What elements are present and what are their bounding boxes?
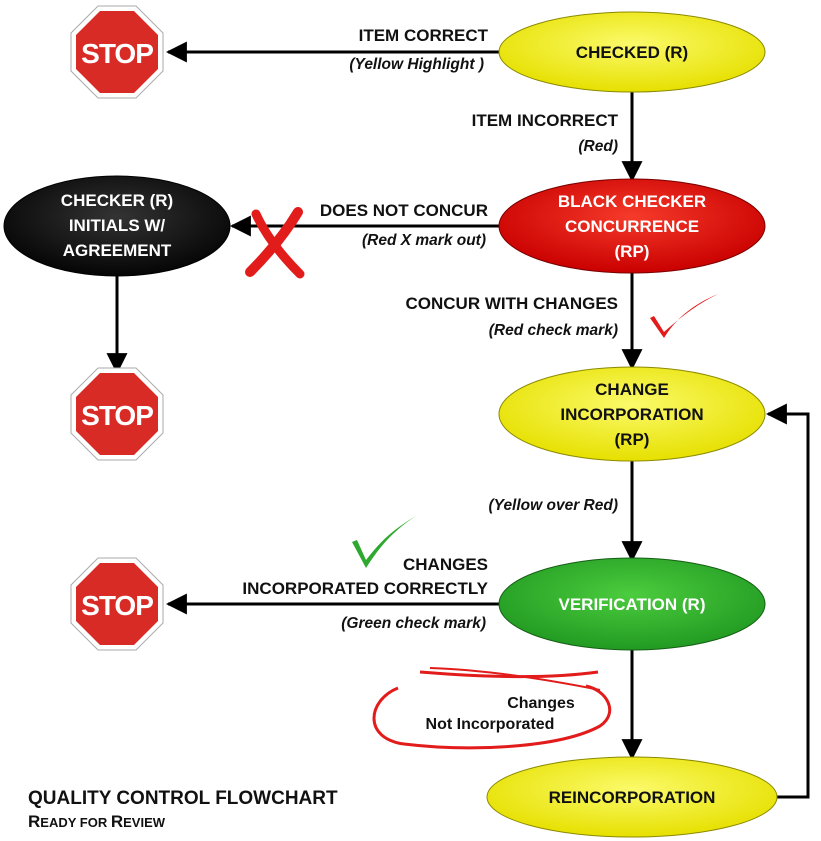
edge-label-item-correct: ITEM CORRECT — [359, 26, 489, 45]
stop-sign-icon: STOP — [70, 557, 164, 651]
annotation-line2: Not Incorporated — [426, 716, 555, 733]
node-checked-label: CHECKED (R) — [576, 43, 688, 62]
node-concurrence-line1: BLACK CHECKER — [558, 192, 706, 211]
node-verification: VERIFICATION (R) — [498, 557, 766, 651]
node-concurrence-line2: CONCURRENCE — [565, 217, 699, 236]
node-verification-label: VERIFICATION (R) — [558, 595, 705, 614]
node-concurrence: BLACK CHECKER CONCURRENCE (RP) — [498, 178, 766, 274]
node-initials-line2: INITIALS W/ — [69, 216, 166, 235]
edge-label-changes: CHANGES — [403, 555, 488, 574]
connectors — [106, 41, 810, 799]
stop-sign-icon: STOP — [70, 5, 164, 99]
arrow-reincorporation-loop — [765, 403, 810, 799]
edge-label-does-not-concur: DOES NOT CONCUR — [320, 201, 488, 220]
red-x-mark-icon — [245, 207, 305, 279]
node-initials-line1: CHECKER (R) — [61, 191, 173, 210]
red-circle-outline — [372, 684, 612, 750]
node-checked: CHECKED (R) — [498, 11, 766, 93]
node-initials-line3: AGREEMENT — [63, 241, 172, 260]
edge-note-green-check-mark: (Green check mark) — [341, 615, 486, 632]
stop-label: STOP — [81, 38, 153, 69]
node-change-line2: INCORPORATION — [560, 405, 703, 424]
node-concurrence-line3: (RP) — [615, 242, 650, 261]
green-check-mark-icon — [352, 516, 416, 568]
annotation-line1: Changes — [507, 695, 575, 712]
node-change-incorporation: CHANGE INCORPORATION (RP) — [498, 366, 766, 462]
changes-not-incorporated-annotation: Changes Not Incorporated — [372, 667, 612, 750]
edge-note-item-correct: (Yellow Highlight ) — [349, 56, 484, 73]
flowchart-subtitle: READY FOR REVIEW — [28, 812, 166, 831]
stop-label: STOP — [81, 400, 153, 431]
edge-note-concur-with-changes: (Red check mark) — [489, 322, 618, 339]
edge-note-does-not-concur: (Red X mark out) — [362, 232, 486, 249]
edge-label-concur-with-changes: CONCUR WITH CHANGES — [406, 294, 619, 313]
edge-note-yellow-over-red: (Yellow over Red) — [489, 497, 618, 514]
edge-label-incorporated-correctly: INCORPORATED CORRECTLY — [242, 579, 488, 598]
node-change-line1: CHANGE — [595, 380, 669, 399]
red-strike-line — [419, 670, 599, 679]
node-change-line3: (RP) — [615, 430, 650, 449]
edge-note-item-incorrect: (Red) — [578, 138, 618, 155]
red-check-mark-icon — [650, 294, 718, 338]
edge-label-item-incorrect: ITEM INCORRECT — [472, 111, 619, 130]
node-reincorporation: REINCORPORATION — [486, 756, 778, 838]
stop-label: STOP — [81, 590, 153, 621]
red-strike-line — [429, 667, 601, 691]
node-reincorporation-label: REINCORPORATION — [549, 788, 716, 807]
node-checker-initials: CHECKER (R) INITIALS W/ AGREEMENT — [3, 175, 231, 277]
flowchart-title: QUALITY CONTROL FLOWCHART — [28, 788, 338, 809]
stop-sign-icon: STOP — [70, 367, 164, 461]
